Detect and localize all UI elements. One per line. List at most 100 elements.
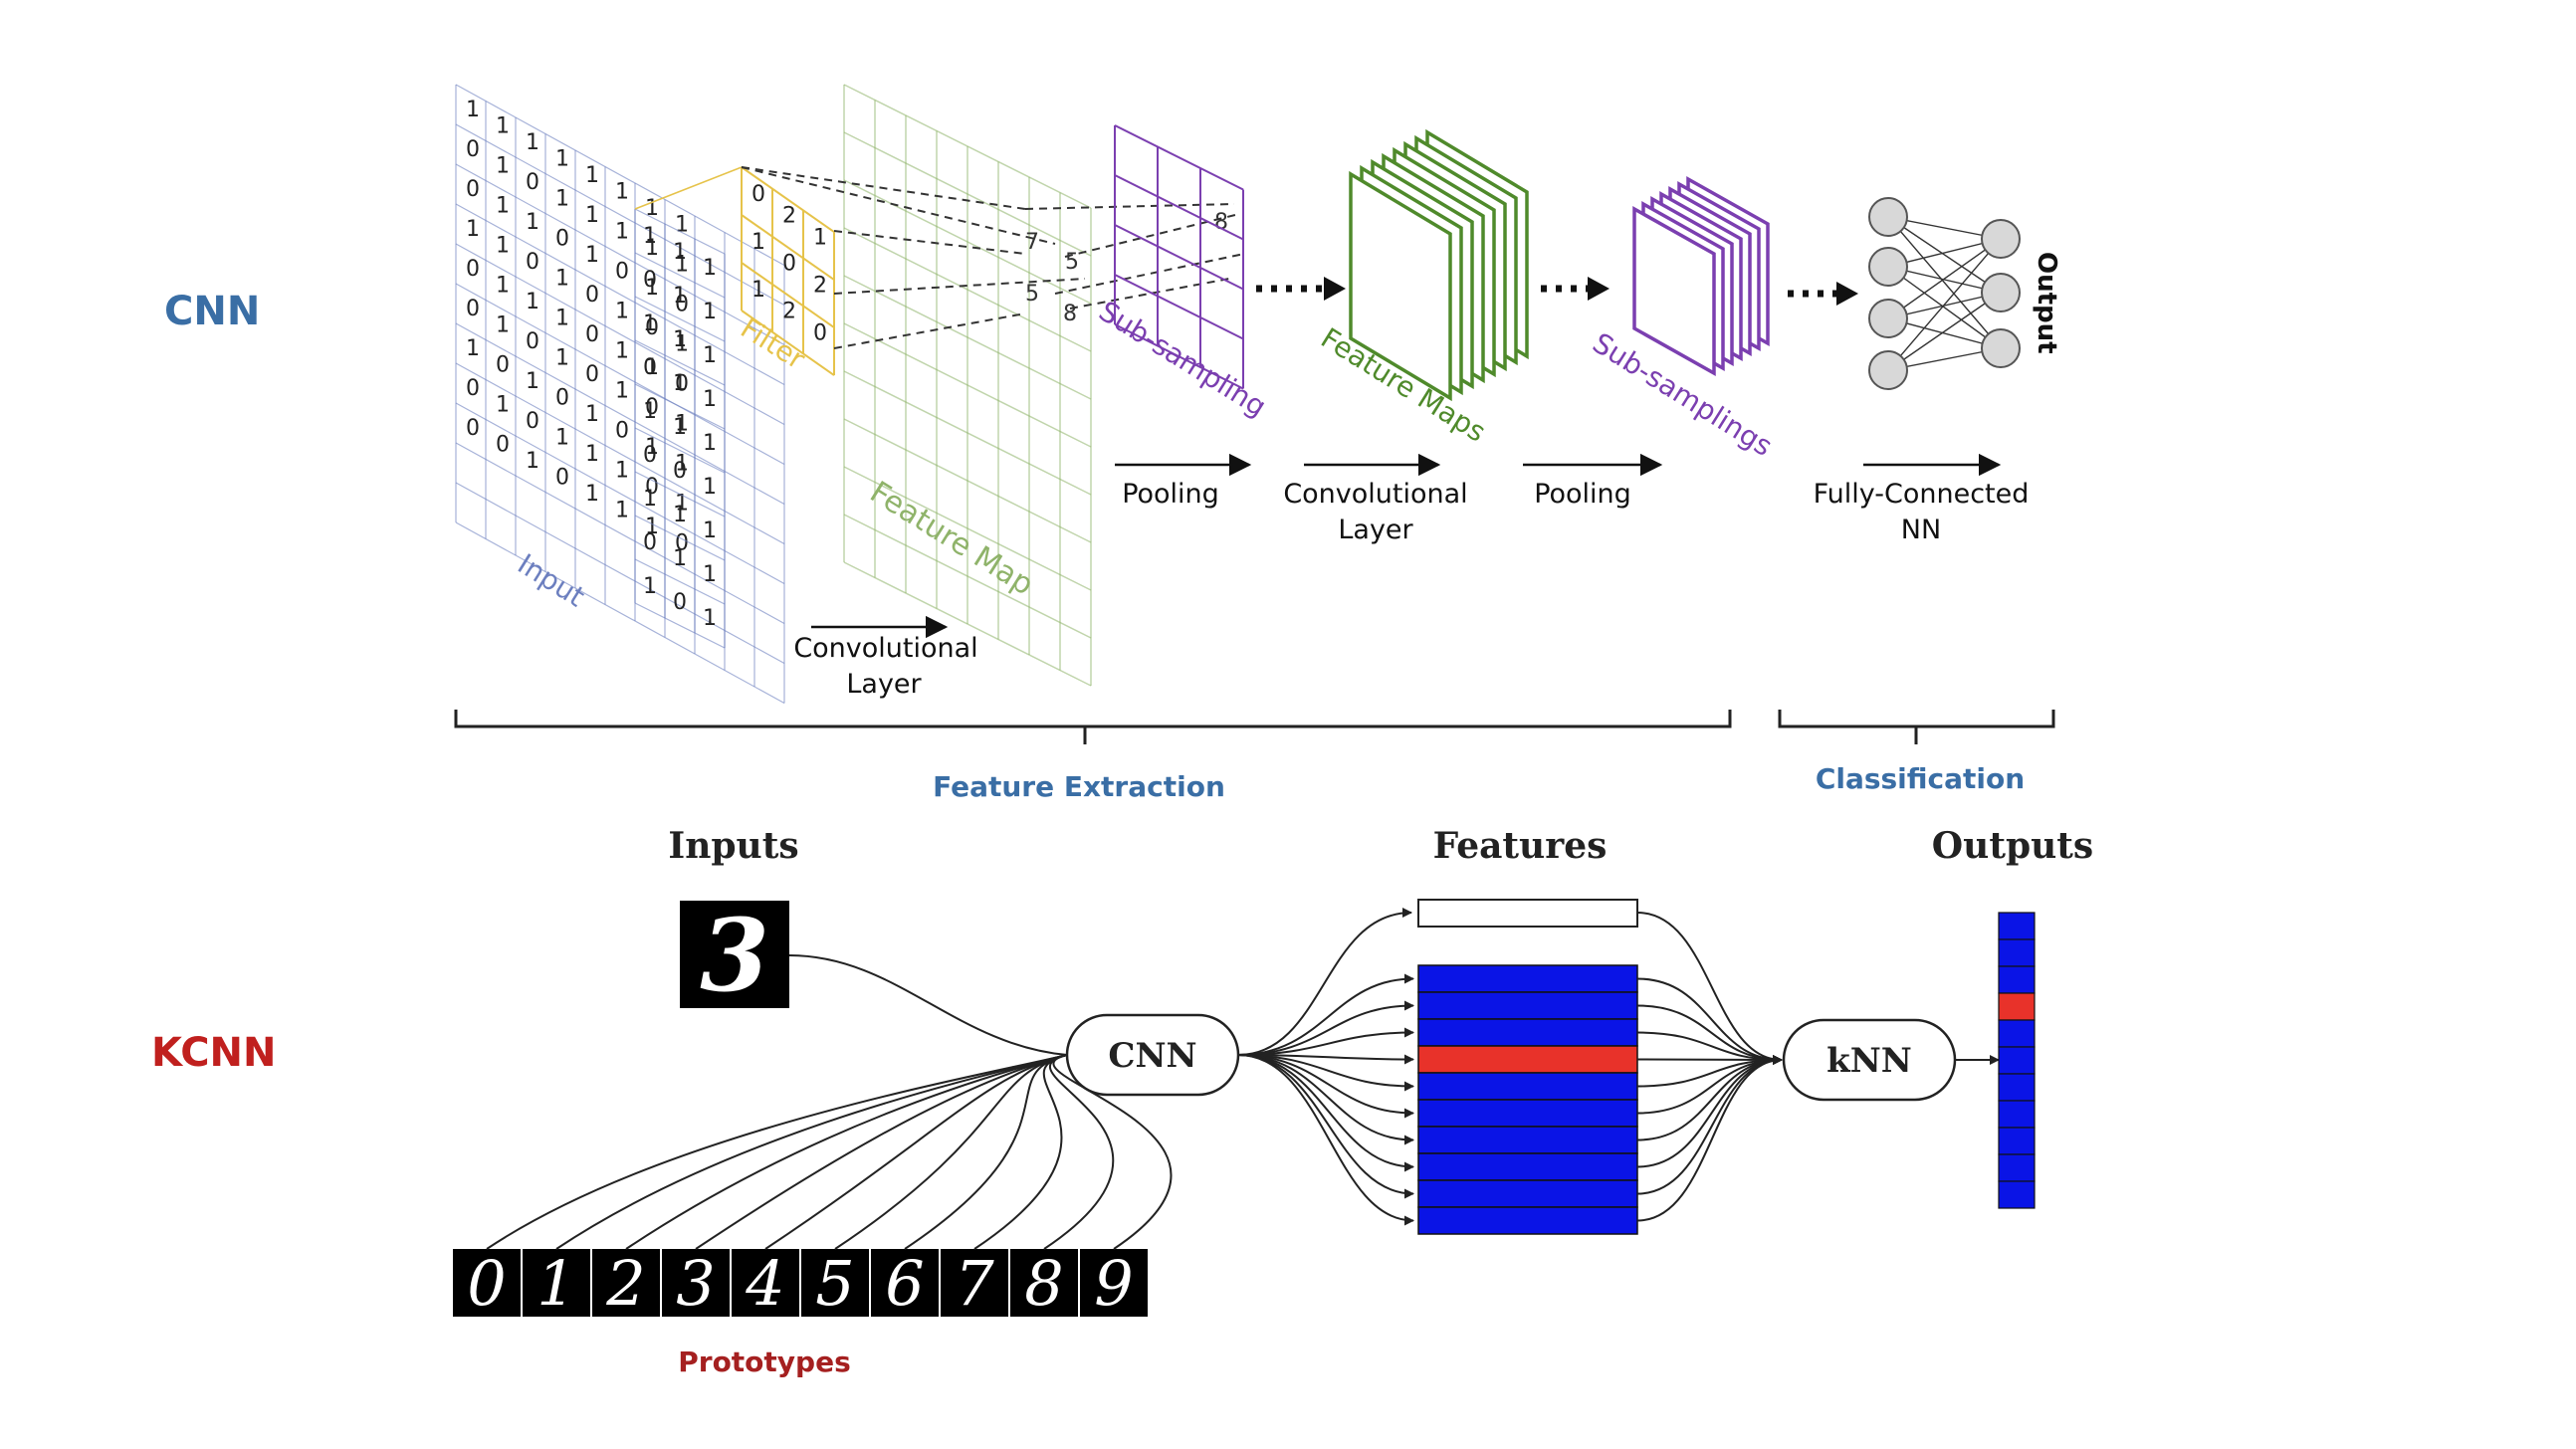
input-front-value: 1 — [673, 240, 687, 265]
output-cell — [1998, 1100, 2036, 1129]
output-cell — [1998, 912, 2036, 940]
prototype-digit: 4 — [745, 1247, 784, 1320]
fan-in-curves — [1636, 912, 1783, 1222]
input-cell-value: 0 — [466, 416, 480, 441]
input-front-value: 1 — [673, 503, 687, 527]
output-column — [1998, 912, 2036, 1209]
input-cell-value: 0 — [526, 329, 539, 354]
input-cell-value: 0 — [466, 257, 480, 282]
feature-map-label: Feature Map — [864, 475, 1039, 602]
feature-map-grid — [843, 84, 1092, 687]
input-cell-value: 0 — [675, 293, 689, 317]
output-cell — [1998, 1127, 2036, 1155]
input-cell-value: 0 — [526, 409, 539, 434]
feature-row — [1417, 1206, 1638, 1235]
input-front-value: 0 — [643, 355, 657, 380]
feature-matrix — [1417, 964, 1638, 1235]
input-grid: 1111111101011111011010101101010101110110… — [455, 84, 785, 705]
input-cell-value: 1 — [555, 147, 569, 172]
filter-cell-value: 1 — [751, 278, 765, 303]
prototype-digit: 0 — [467, 1247, 506, 1320]
conv-value: 8 — [1063, 302, 1077, 326]
prototype-curve — [486, 1054, 1068, 1250]
input-front-value: 1 — [673, 284, 687, 309]
input-cell-value: 1 — [615, 220, 629, 245]
input-cell-value: 0 — [645, 475, 659, 500]
fan-out-curve — [1237, 1054, 1414, 1172]
feature-row — [1417, 964, 1638, 993]
input-cell-value: 1 — [526, 369, 539, 394]
prototype-curve — [764, 1054, 1068, 1250]
input-cell-value: 1 — [555, 346, 569, 371]
fc-label-line2: NN — [1901, 515, 1941, 545]
output-cell — [1998, 1180, 2036, 1209]
prototype-image — [1080, 1249, 1148, 1317]
input-front-value: 1 — [643, 487, 657, 512]
feature-row — [1417, 1072, 1638, 1101]
input-front-value: 1 — [643, 311, 657, 336]
input-cell-value: 1 — [675, 332, 689, 357]
fan-out-curve — [1237, 1054, 1414, 1226]
features-heading: Features — [1433, 825, 1608, 867]
input-cell-value: 1 — [555, 426, 569, 451]
pool1-label: Pooling — [1122, 479, 1219, 510]
input-cell-value: 0 — [675, 372, 689, 397]
filter-cell-value: 0 — [782, 252, 796, 277]
input-cell-value: 0 — [466, 177, 480, 202]
output-cell — [1998, 1019, 2036, 1048]
braces — [454, 710, 2055, 744]
input-cell-value: 0 — [585, 322, 599, 347]
input-cell-value: 1 — [526, 449, 539, 474]
input-cell-value: 1 — [496, 154, 510, 179]
output-cell — [1998, 1046, 2036, 1075]
feature-row — [1417, 1126, 1638, 1154]
input-cell-value: 1 — [645, 196, 659, 221]
input-front-value: 1 — [673, 415, 687, 440]
fan-out-curve — [1237, 1054, 1414, 1092]
conv1-label-line2: Layer — [846, 669, 922, 700]
input-cell-value: 1 — [585, 203, 599, 228]
input-cell-value: 0 — [526, 170, 539, 195]
feature-row — [1417, 1045, 1638, 1074]
prototypes-label: Prototypes — [678, 1346, 851, 1378]
output-cell — [1998, 1073, 2036, 1102]
input-cell-value: 0 — [555, 466, 569, 491]
prototype-curve — [1052, 1054, 1173, 1250]
inputs-heading: Inputs — [668, 825, 798, 867]
prototype-image — [941, 1249, 1008, 1317]
pool2-label: Pooling — [1534, 479, 1631, 510]
cnn-title: CNN — [164, 289, 261, 334]
prototype-curve — [695, 1054, 1068, 1250]
conv-value: 5 — [1065, 250, 1079, 275]
step-arrows — [811, 453, 2002, 639]
fc-output-neuron — [1981, 273, 2021, 312]
input-cell-value: 0 — [555, 386, 569, 411]
fan-in-curve — [1636, 1004, 1783, 1065]
input-cell-value: 1 — [615, 300, 629, 324]
input-front-value: 0 — [643, 443, 657, 468]
conv-value: 7 — [1025, 230, 1039, 255]
fan-out-curve — [1237, 1027, 1414, 1056]
input-cell-value: 0 — [585, 362, 599, 387]
outputs-heading: Outputs — [1932, 825, 2093, 867]
prototype-digit: 3 — [676, 1247, 715, 1320]
output-cell — [1998, 938, 2036, 967]
input-cell-value: 1 — [615, 379, 629, 404]
fc-input-neuron — [1868, 247, 1908, 287]
input-front-value: 1 — [703, 256, 717, 281]
input-front-value: 1 — [673, 546, 687, 571]
fan-in-curve — [1636, 1055, 1783, 1115]
prototype-digit: 5 — [815, 1247, 854, 1320]
kcnn-title: KCNN — [151, 1030, 277, 1076]
fc-output-neuron — [1981, 328, 2021, 368]
input-front-value: 0 — [643, 268, 657, 293]
filter-cell-value: 2 — [813, 273, 827, 298]
input-cell-value: 1 — [526, 290, 539, 314]
input-cell-value: 1 — [675, 412, 689, 437]
fan-out-curve — [1237, 1054, 1414, 1119]
input-cell-value: 1 — [615, 459, 629, 484]
input-cell-value: 1 — [585, 402, 599, 427]
fully-connected-network — [1868, 197, 2021, 390]
output-cell — [1998, 992, 2036, 1021]
